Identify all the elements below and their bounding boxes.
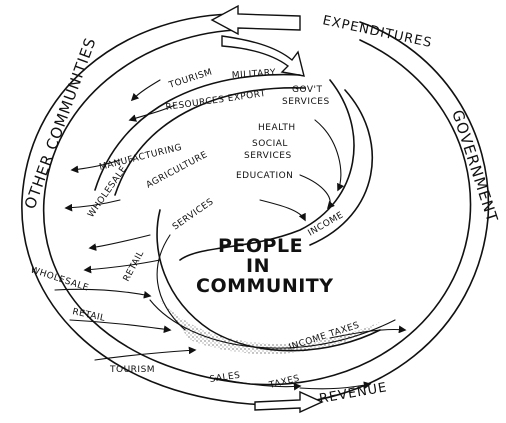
label-social: SOCIAL xyxy=(252,139,288,149)
label-wholesale-export: WHOLESALE xyxy=(86,164,129,219)
inner-loop xyxy=(94,73,381,352)
ring-label-expenditures: EXPENDITURES xyxy=(321,13,433,51)
center-label-people: PEOPLE xyxy=(218,235,303,257)
label-taxes: TAXES xyxy=(267,374,300,391)
gov-expenditure-flows xyxy=(259,119,345,222)
ring-label-government: GOVERNMENT xyxy=(448,108,501,225)
label-education: EDUCATION xyxy=(236,171,293,181)
label-military: MILITARY xyxy=(232,68,277,81)
label-govt: GOV'T xyxy=(292,85,323,95)
label-services-export: SERVICES xyxy=(171,197,216,233)
export-flows xyxy=(64,79,176,274)
import-flows xyxy=(54,288,197,361)
ring-label-revenue: REVENUE xyxy=(318,380,388,407)
label-health: HEALTH xyxy=(258,123,296,133)
label-resources-export: RESOURCES EXPORT xyxy=(165,89,267,113)
ring-label-other-communities: OTHER COMMUNITIES xyxy=(21,35,100,212)
expenditures-arrow xyxy=(210,4,305,77)
label-social-services: SERVICES xyxy=(244,151,292,161)
label-income: INCOME xyxy=(307,210,346,238)
label-sales: SALES xyxy=(209,371,241,385)
label-tourism-import: TOURISM xyxy=(109,365,155,375)
label-govt-services: SERVICES xyxy=(282,97,330,107)
revenue-flows xyxy=(214,325,407,414)
center-label-in: IN xyxy=(246,255,270,277)
center-label-community: COMMUNITY xyxy=(196,275,334,297)
label-tourism-export: TOURISM xyxy=(167,67,214,91)
